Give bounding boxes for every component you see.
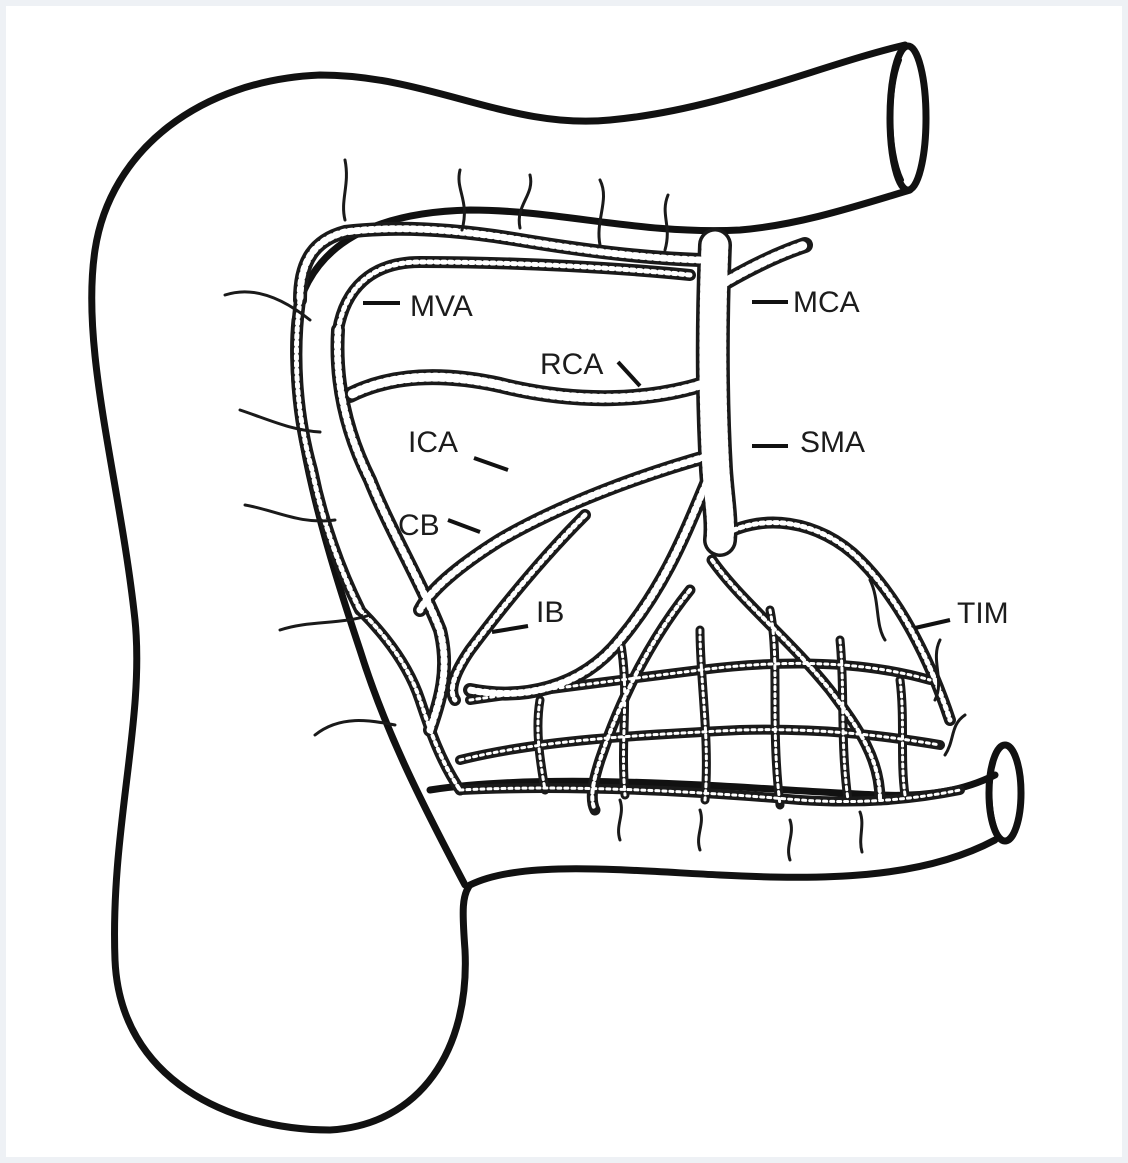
twig: [459, 170, 464, 230]
label-mca: MCA: [793, 286, 860, 319]
label-ib: IB: [536, 596, 564, 629]
twig: [789, 820, 792, 860]
marginal-arcade-upper-2-lumen: [338, 262, 690, 330]
label-tim: TIM: [957, 597, 1009, 630]
twig: [665, 195, 668, 250]
ib-leader: [492, 626, 528, 632]
ica-leader: [474, 458, 508, 470]
cb-leader: [448, 520, 480, 532]
twig: [315, 721, 395, 735]
twig: [519, 175, 531, 228]
vessel-network: [296, 229, 960, 810]
marginal-arcade-outer-left-lumen: [296, 300, 360, 610]
twig: [599, 180, 604, 245]
label-sma: SMA: [800, 426, 865, 459]
label-cb: CB: [398, 509, 440, 542]
terminal-ileal-vessels-2: [712, 560, 880, 800]
tim-leader: [915, 620, 950, 628]
label-rca: RCA: [540, 348, 603, 381]
label-mva: MVA: [410, 290, 473, 323]
twig: [344, 160, 347, 220]
rca-leader: [618, 362, 640, 386]
twig: [699, 810, 702, 850]
twig: [280, 615, 370, 630]
twig: [860, 812, 862, 852]
twig: [619, 800, 622, 840]
label-ica: ICA: [408, 426, 458, 459]
ileal-branch: [452, 515, 585, 700]
